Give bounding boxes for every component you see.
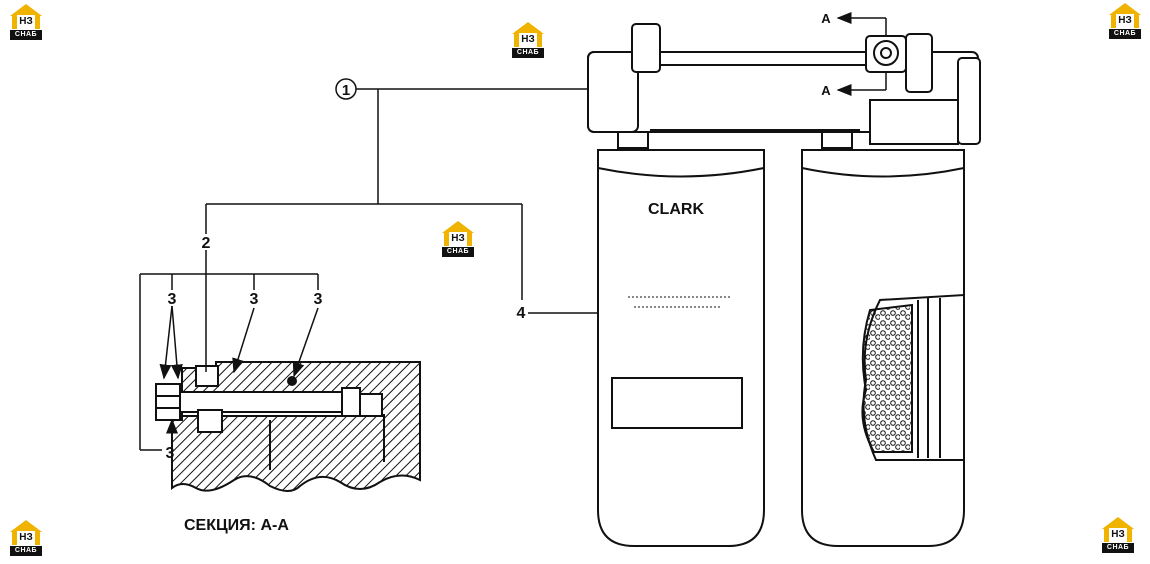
watermark-mark: НЗ [17,531,35,545]
callout-3-bottom: 3 [166,445,175,462]
leader-lines [139,12,887,451]
watermark-logo-top-center: НЗ СНАБ [509,22,547,60]
callout-1: 1 [342,82,350,99]
watermark-band: СНАБ [10,546,42,556]
callout-1-circle [335,78,357,100]
watermark-band: СНАБ [512,48,544,58]
watermark-mark: НЗ [1116,14,1134,28]
watermark-band: СНАБ [10,30,42,40]
watermark-mark: НЗ [17,15,35,29]
watermark-mark: НЗ [449,232,467,246]
watermark-logo-bottom-right: НЗ СНАБ [1099,517,1137,555]
section-caption: СЕКЦИЯ: А-А [184,517,289,534]
watermark-band: СНАБ [1102,543,1134,553]
watermark-logo-center: НЗ СНАБ [439,221,477,259]
callout-4: 4 [517,305,526,322]
watermark-logo-top-left: НЗ СНАБ [7,4,45,42]
watermark-logo-bottom-left: НЗ СНАБ [7,520,45,558]
callout-3-left: 3 [168,291,177,308]
section-arrow-label-top: A [821,11,831,26]
filter-canister-left [597,149,765,547]
filter-canister-right [801,149,965,547]
section-view [155,361,421,492]
filter-head [587,23,981,149]
brand-label: CLARK [648,201,704,218]
watermark-band: СНАБ [442,247,474,257]
callout-3-right: 3 [314,291,323,308]
section-arrow-label-bottom: A [821,83,831,98]
watermark-band: СНАБ [1109,29,1141,39]
watermark-mark: НЗ [1109,528,1127,542]
watermark-logo-top-right: НЗ СНАБ [1106,3,1144,41]
callout-2: 2 [202,235,211,252]
callout-3-middle: 3 [250,291,259,308]
watermark-mark: НЗ [519,33,537,47]
